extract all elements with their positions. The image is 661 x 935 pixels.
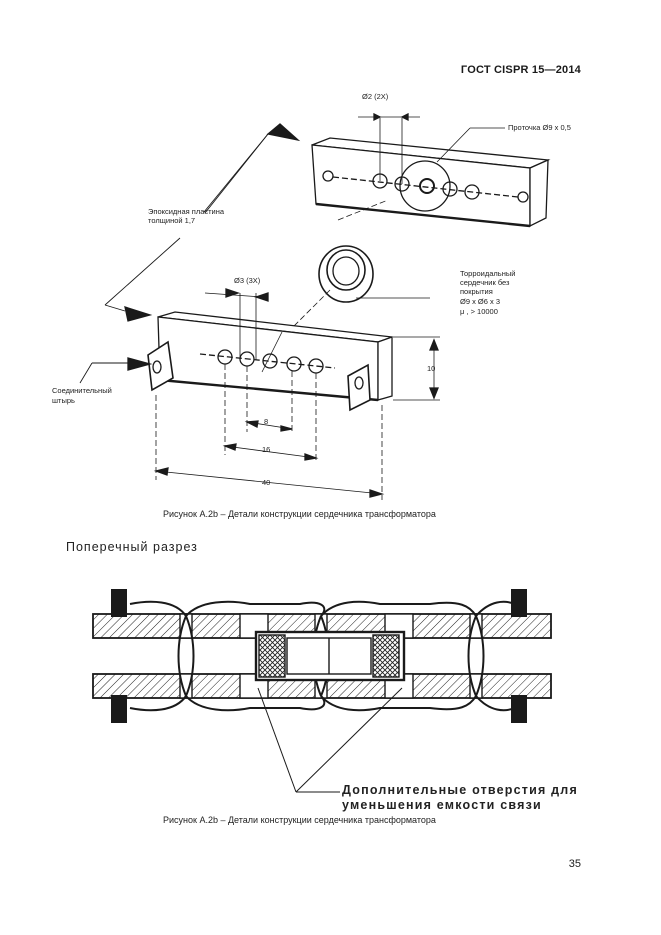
- label-connector-pin-line1: Соединительный: [52, 386, 112, 395]
- page-number: 35: [568, 858, 581, 870]
- dim-label-10: 10: [427, 364, 436, 373]
- lower-epoxy-plate: [157, 311, 393, 402]
- label-toroid-line4: Ø9 x Ø6 x 3: [460, 297, 501, 306]
- dim-label-d2: Ø2 (2X): [362, 92, 389, 101]
- label-toroid-line5: μ , > 10000: [460, 307, 498, 316]
- dim-label-8: 8: [264, 417, 269, 426]
- figure-caption-top: Рисунок A.2b – Детали конструкции сердеч…: [163, 509, 436, 519]
- dim-label-d3: Ø3 (3X): [234, 276, 261, 285]
- label-toroid-line3: покрытия: [460, 287, 493, 296]
- cross-section-drawing: [92, 589, 552, 793]
- document-code: ГОСТ CISPR 15—2014: [460, 64, 581, 76]
- connector-pin-left: [147, 340, 174, 392]
- label-epoxy-plate-line2: толщиной 1,7: [148, 216, 196, 225]
- label-epoxy-plate-line1: Эпоксидная пластина: [148, 207, 225, 216]
- connector-pin-right: [347, 363, 371, 412]
- groove-circle: [399, 160, 451, 212]
- note-extra-holes-line2: уменьшения емкости связи: [342, 798, 542, 812]
- figure-caption-bottom: Рисунок A.2b – Детали конструкции сердеч…: [163, 815, 436, 825]
- note-extra-holes-line1: Дополнительные отверстия для: [342, 783, 578, 797]
- dim-label-40: 40: [262, 478, 271, 487]
- toroid-core: [318, 245, 374, 303]
- label-toroid-line2: сердечник без: [460, 278, 510, 287]
- label-connector-pin-line2: штырь: [52, 396, 75, 405]
- label-toroid-line1: Торроидальный: [460, 269, 516, 278]
- label-groove: Проточка Ø9 x 0,5: [508, 123, 571, 132]
- dim-label-16: 16: [262, 445, 271, 454]
- section-title: Поперечный разрез: [66, 540, 198, 554]
